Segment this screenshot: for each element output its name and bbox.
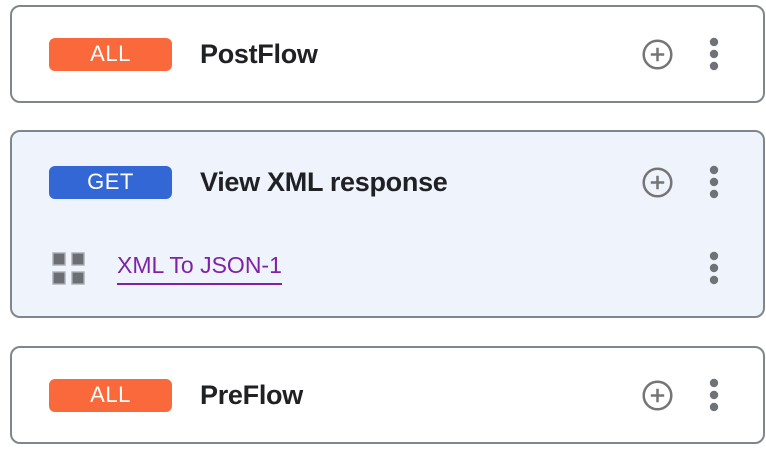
add-circle-icon	[642, 38, 673, 70]
flow-title: PreFlow	[200, 379, 303, 410]
flow-menu-button[interactable]	[709, 165, 719, 199]
add-step-button[interactable]	[642, 166, 673, 198]
step-menu-button[interactable]	[709, 251, 719, 285]
flow-card-view-xml-response[interactable]: GET View XML response XML To JSON-1	[10, 130, 765, 318]
flow-menu-button[interactable]	[709, 378, 719, 412]
method-badge: GET	[49, 165, 172, 199]
policy-step-link[interactable]: XML To JSON-1	[117, 252, 282, 285]
flow-card-preflow[interactable]: ALL PreFlow	[10, 346, 765, 444]
add-circle-icon	[642, 166, 673, 198]
more-vert-icon	[709, 378, 719, 412]
flow-actions	[642, 378, 719, 412]
flow-card-postflow[interactable]: ALL PostFlow	[10, 5, 765, 103]
flow-title: PostFlow	[200, 38, 318, 69]
flow-actions	[642, 165, 719, 199]
more-vert-icon	[709, 37, 719, 71]
flow-title: View XML response	[200, 166, 448, 197]
flow-header-row: ALL PreFlow	[12, 348, 763, 442]
flow-header-row: GET View XML response	[12, 132, 763, 232]
more-vert-icon	[709, 251, 719, 285]
method-badge-label: GET	[87, 169, 134, 194]
flow-actions	[642, 37, 719, 71]
method-badge: ALL	[49, 378, 172, 412]
add-step-button[interactable]	[642, 38, 673, 70]
flow-header-row: ALL PostFlow	[12, 7, 763, 101]
method-badge: ALL	[49, 37, 172, 71]
method-badge-label: ALL	[90, 41, 131, 66]
policy-step-row: XML To JSON-1	[12, 232, 763, 304]
flow-menu-button[interactable]	[709, 37, 719, 71]
add-circle-icon	[642, 379, 673, 411]
policy-grid-icon[interactable]	[52, 251, 85, 285]
step-actions	[709, 251, 719, 285]
method-badge-label: ALL	[90, 382, 131, 407]
add-step-button[interactable]	[642, 379, 673, 411]
more-vert-icon	[709, 165, 719, 199]
